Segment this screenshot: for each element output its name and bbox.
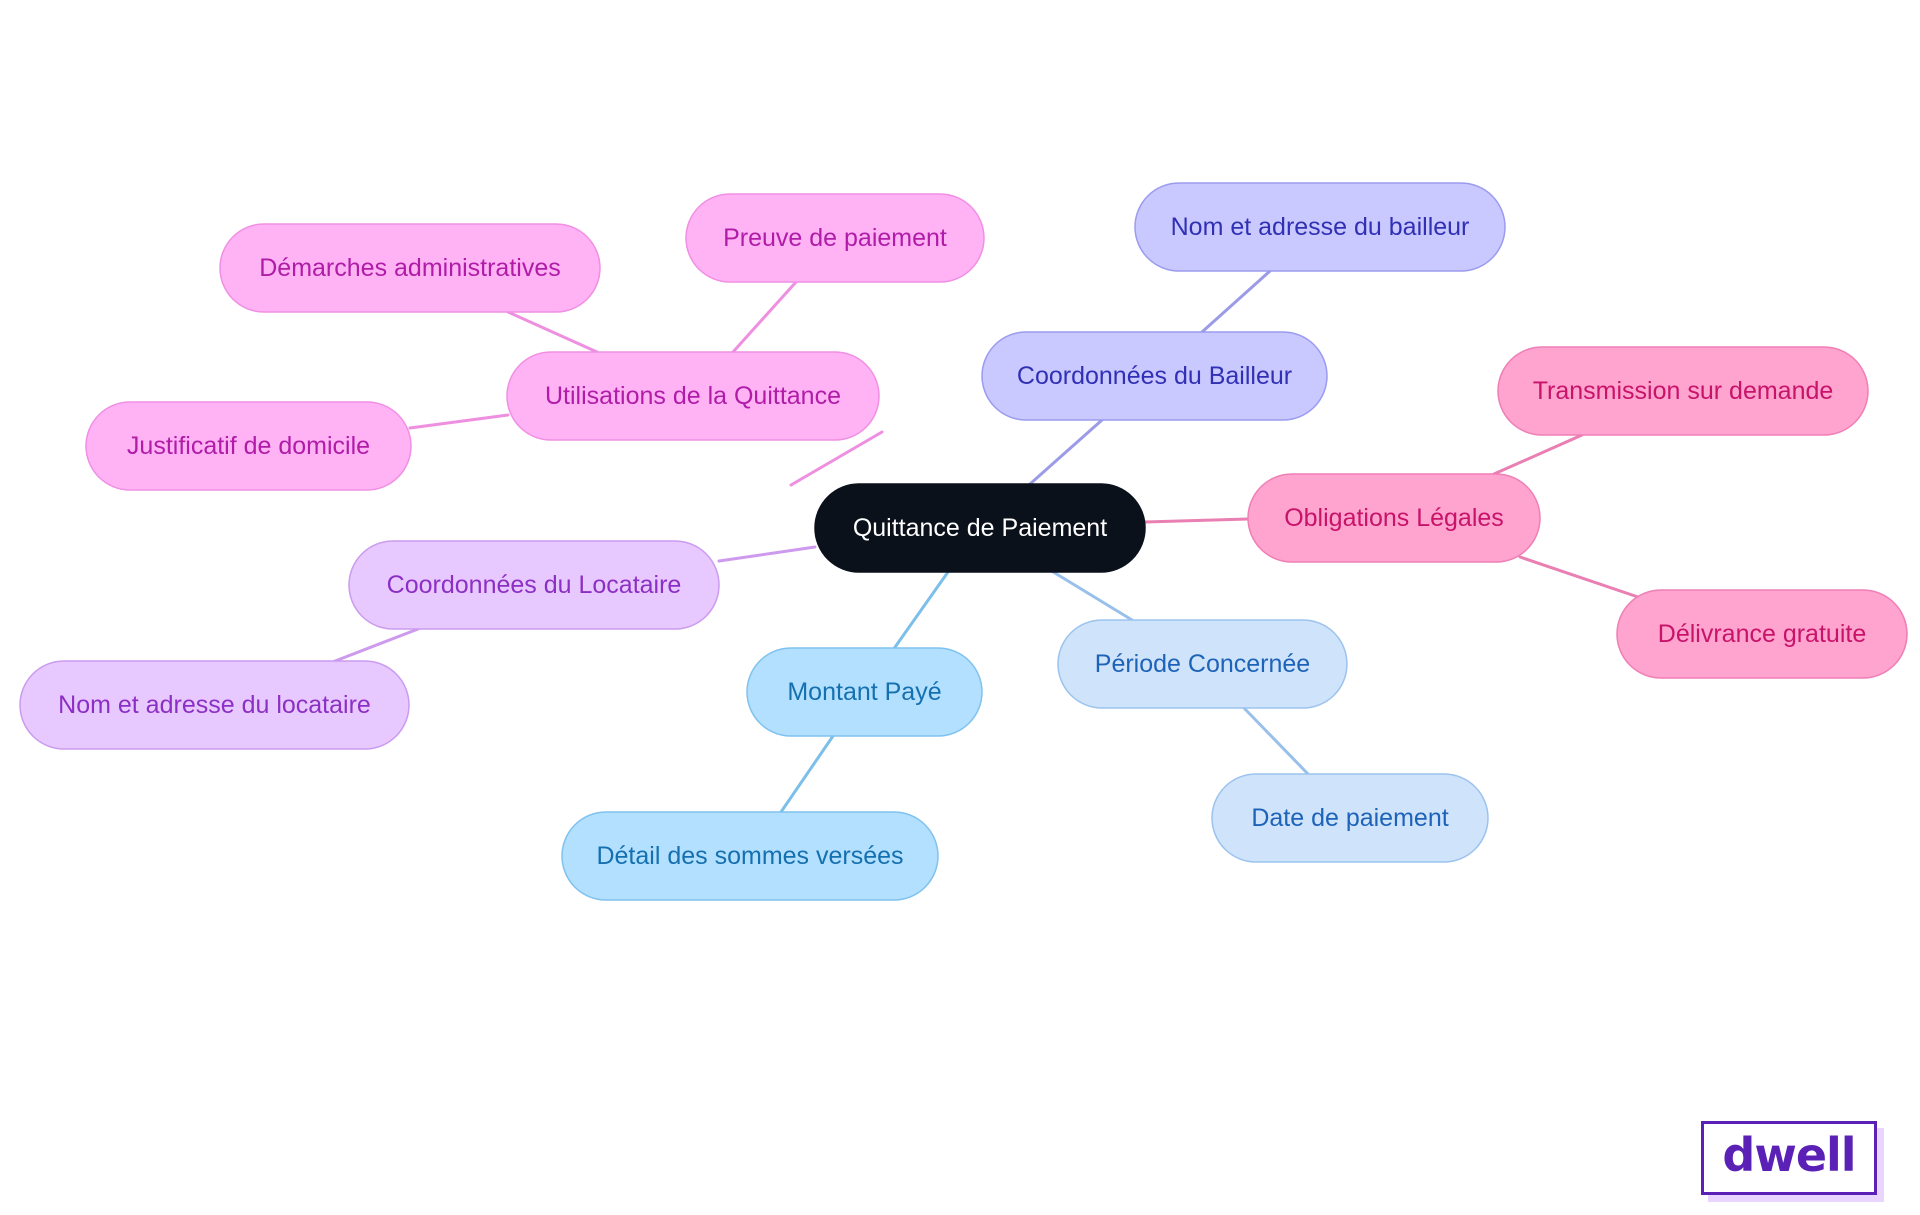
- node-nom-locataire-label: Nom et adresse du locataire: [58, 691, 371, 719]
- node-demarches-label: Démarches administratives: [259, 254, 561, 282]
- node-nom-locataire-box: [19, 660, 410, 750]
- mindmap-edges: [328, 269, 1640, 814]
- node-obligations-box: [1247, 473, 1541, 563]
- node-detail-label: Détail des sommes versées: [596, 842, 903, 870]
- node-detail-box: [561, 811, 939, 901]
- node-locataire[interactable]: Coordonnées du Locataire: [348, 540, 720, 630]
- node-periode-label: Période Concernée: [1095, 650, 1310, 678]
- node-utilisations-label: Utilisations de la Quittance: [545, 382, 841, 410]
- node-preuve[interactable]: Preuve de paiement: [685, 193, 985, 283]
- node-justificatif[interactable]: Justificatif de domicile: [85, 401, 412, 491]
- node-obligations-label: Obligations Légales: [1284, 504, 1504, 532]
- edge-montant: [891, 570, 950, 652]
- edge-obligations: [1143, 517, 1250, 524]
- node-transmission-box: [1497, 346, 1869, 436]
- node-nom-bailleur-label: Nom et adresse du bailleur: [1171, 213, 1470, 241]
- node-date[interactable]: Date de paiement: [1211, 773, 1489, 863]
- node-delivrance-box: [1616, 589, 1908, 679]
- node-delivrance-label: Délivrance gratuite: [1658, 620, 1866, 648]
- edge-detail: [779, 734, 835, 814]
- edge-locataire: [717, 545, 817, 563]
- node-nom-locataire[interactable]: Nom et adresse du locataire: [19, 660, 410, 750]
- edge-demarches: [506, 310, 599, 354]
- node-bailleur-label: Coordonnées du Bailleur: [1017, 362, 1292, 390]
- edge-periode: [1048, 568, 1134, 622]
- edge-utilisations: [789, 430, 884, 487]
- mindmap-nodes: Utilisations de la Quittance Démarches ad…: [19, 182, 1908, 901]
- logo-text: dwell: [1722, 1128, 1856, 1182]
- edge-nom-bailleur: [1200, 269, 1272, 334]
- dwell-logo: dwell: [1701, 1121, 1877, 1195]
- node-nom-bailleur[interactable]: Nom et adresse du bailleur: [1134, 182, 1506, 272]
- node-obligations[interactable]: Obligations Légales: [1247, 473, 1541, 563]
- node-montant[interactable]: Montant Payé: [746, 647, 983, 737]
- edge-transmission: [1492, 433, 1584, 476]
- node-delivrance[interactable]: Délivrance gratuite: [1616, 589, 1908, 679]
- node-transmission-label: Transmission sur demande: [1533, 377, 1834, 405]
- edge-nom-locataire: [328, 627, 420, 665]
- edge-delivrance: [1518, 555, 1640, 599]
- node-locataire-label: Coordonnées du Locataire: [387, 571, 682, 599]
- edge-date: [1242, 706, 1310, 776]
- node-center-label: Quittance de Paiement: [853, 514, 1107, 542]
- node-periode-box: [1057, 619, 1348, 709]
- node-montant-label: Montant Payé: [787, 678, 941, 706]
- node-utilisations[interactable]: Utilisations de la Quittance: [506, 351, 880, 441]
- edge-justificatif: [408, 413, 510, 430]
- edge-preuve: [731, 280, 798, 354]
- node-justificatif-label: Justificatif de domicile: [127, 432, 370, 460]
- node-montant-box: [746, 647, 983, 737]
- node-justificatif-box: [85, 401, 412, 491]
- edge-bailleur: [1028, 418, 1104, 486]
- node-preuve-box: [685, 193, 985, 283]
- node-locataire-box: [348, 540, 720, 630]
- node-bailleur[interactable]: Coordonnées du Bailleur: [981, 331, 1328, 421]
- node-date-box: [1211, 773, 1489, 863]
- node-preuve-label: Preuve de paiement: [723, 224, 947, 252]
- node-demarches-box: [219, 223, 601, 313]
- node-bailleur-box: [981, 331, 1328, 421]
- node-detail[interactable]: Détail des sommes versées: [561, 811, 939, 901]
- node-transmission[interactable]: Transmission sur demande: [1497, 346, 1869, 436]
- node-center[interactable]: Quittance de Paiement: [814, 483, 1146, 573]
- node-periode[interactable]: Période Concernée: [1057, 619, 1348, 709]
- node-demarches[interactable]: Démarches administratives: [219, 223, 601, 313]
- node-date-label: Date de paiement: [1251, 804, 1448, 832]
- node-nom-bailleur-box: [1134, 182, 1506, 272]
- node-utilisations-box: [506, 351, 880, 441]
- node-center-box: [814, 483, 1146, 573]
